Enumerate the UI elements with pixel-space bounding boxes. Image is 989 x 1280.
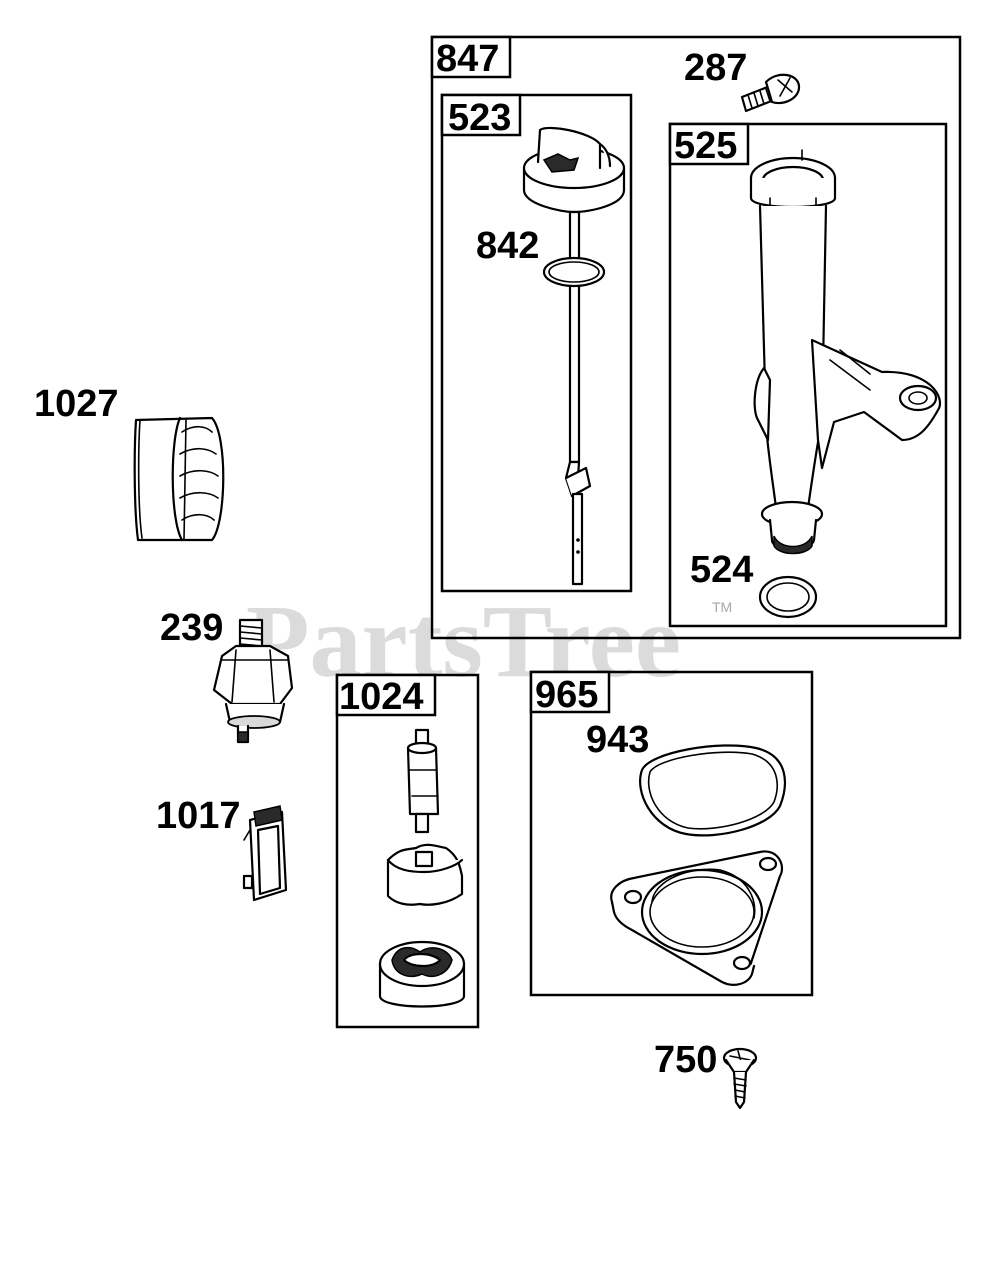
label-287: 287: [684, 47, 747, 89]
label-525: 525: [674, 125, 737, 167]
label-1024: 1024: [339, 676, 424, 718]
label-750: 750: [654, 1039, 717, 1081]
group-847-box: [430, 35, 962, 640]
group-965-tag: [529, 670, 611, 714]
seal-524[interactable]: [758, 575, 818, 619]
pressure-switch-239[interactable]: [212, 618, 294, 744]
group-847-tag: [430, 35, 512, 79]
group-525-box: [668, 122, 948, 628]
pump-shaft[interactable]: [406, 728, 440, 834]
oring-842[interactable]: [542, 256, 606, 288]
group-523[interactable]: 523: [440, 93, 633, 593]
group-1024-tag: [335, 673, 437, 717]
label-965: 965: [535, 674, 598, 716]
screw-750[interactable]: [722, 1047, 758, 1110]
oil-cover-plate[interactable]: [610, 850, 784, 986]
trademark-mark: TM: [712, 599, 732, 615]
dipstick-523[interactable]: [522, 126, 626, 586]
dipstick-tube-525[interactable]: [749, 149, 941, 555]
label-523: 523: [448, 97, 511, 139]
group-525-tag: [668, 122, 750, 166]
group-523-box: [440, 93, 633, 593]
label-524: 524: [690, 549, 753, 591]
label-239: 239: [160, 607, 223, 649]
group-525[interactable]: 525: [668, 122, 948, 628]
group-523-tag: [440, 93, 522, 137]
group-965-box: [529, 670, 814, 997]
group-965[interactable]: 965: [529, 670, 814, 997]
pump-inner-rotor[interactable]: [386, 843, 464, 906]
label-943: 943: [586, 719, 649, 761]
pump-outer-rotor[interactable]: [378, 940, 466, 1008]
label-847: 847: [436, 38, 499, 80]
label-1017: 1017: [156, 795, 241, 837]
label-1027: 1027: [34, 383, 119, 425]
part-1017[interactable]: [242, 805, 288, 902]
oil-filter-1027[interactable]: [133, 416, 225, 542]
label-842: 842: [476, 225, 539, 267]
group-1024[interactable]: 1024: [335, 673, 480, 1029]
watermark-text: PartsTree: [246, 584, 681, 699]
gasket-943[interactable]: [639, 744, 786, 837]
group-847[interactable]: 847: [430, 35, 962, 640]
screw-287[interactable]: [740, 73, 801, 113]
